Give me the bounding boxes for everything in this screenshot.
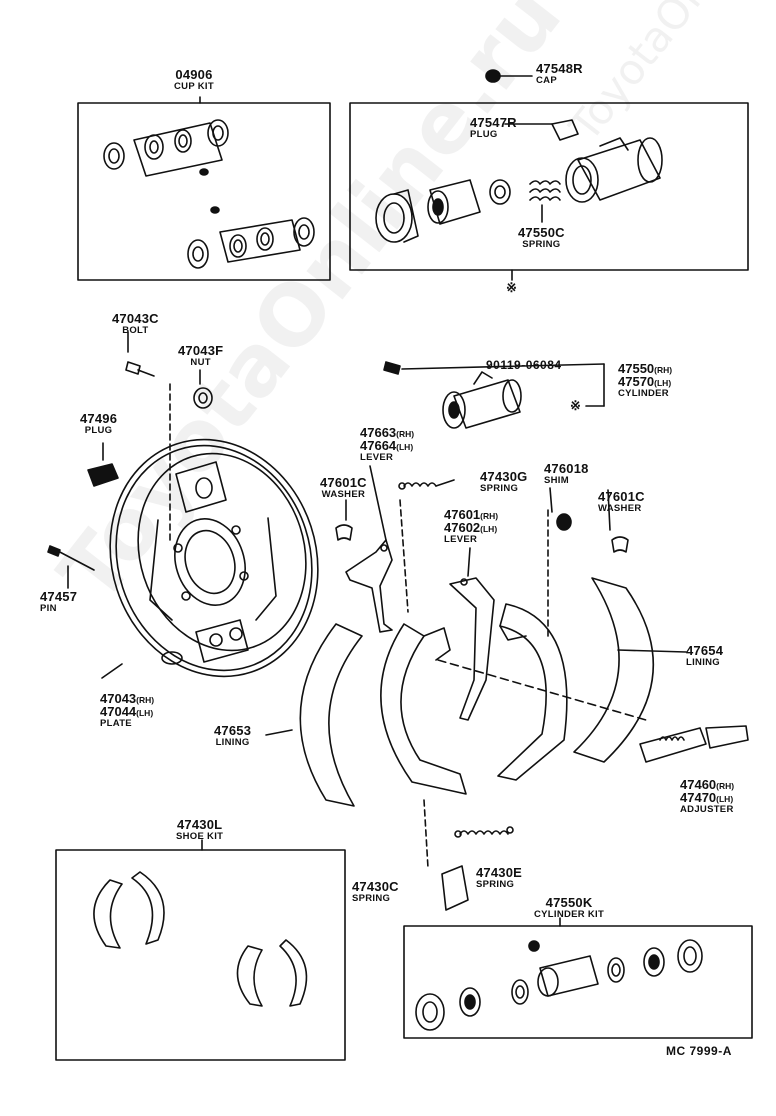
part-number: 47457 (40, 589, 78, 604)
part-name: LINING (686, 657, 720, 668)
cup-kit-box (77, 96, 331, 281)
label-cap[interactable]: 47548R CAP (536, 62, 583, 86)
label-lining-right[interactable]: 47654 LINING (686, 644, 723, 668)
small-hardware (335, 479, 629, 641)
brake-linings (299, 577, 654, 807)
part-number: 47653 (214, 723, 252, 738)
part-name: LEVER (444, 534, 478, 545)
part-number: 47547R (470, 115, 517, 130)
part-name: PLUG (470, 129, 498, 140)
leader-lines (265, 487, 687, 736)
cylinder-kit-box (403, 917, 753, 1039)
figure-code: MC 7999-A (666, 1044, 732, 1058)
label-spring-c[interactable]: 47430C SPRING (352, 880, 399, 904)
label-plate[interactable]: 47043(RH) 47044(LH) PLATE (100, 691, 155, 729)
part-name: SPRING (522, 239, 561, 250)
hold-down-pin (47, 545, 95, 589)
part-name: SPRING (480, 483, 519, 494)
part-name: SPRING (476, 879, 515, 890)
part-number-rh: 47550(RH) (618, 361, 673, 376)
label-washer-left[interactable]: 47601C WASHER (320, 476, 367, 500)
label-nut[interactable]: 47043F NUT (178, 344, 223, 368)
part-name: PIN (40, 603, 57, 614)
part-name: WASHER (321, 489, 366, 500)
bolt-and-nut (125, 331, 213, 541)
part-number: 47043C (112, 311, 159, 326)
rubber-plug (87, 442, 119, 487)
parking-lever (345, 465, 409, 633)
part-name: CUP KIT (174, 81, 214, 92)
part-number: 47430E (476, 865, 523, 880)
label-plug-top[interactable]: 47547R PLUG (470, 116, 517, 140)
part-number: 47430L (176, 817, 223, 832)
label-cylinder[interactable]: 47550(RH) 47570(LH) CYLINDER (618, 362, 672, 399)
part-number-lh: 47570(LH) (618, 374, 672, 389)
star-marker: ※ (506, 280, 517, 295)
part-name: SPRING (352, 893, 391, 904)
part-name: ADJUSTER (680, 804, 734, 815)
part-number: 47550C (518, 225, 565, 240)
label-cylinder-kit[interactable]: 47550K CYLINDER KIT (534, 896, 604, 920)
label-plug-left[interactable]: 47496 PLUG (80, 412, 117, 436)
part-number: 47043F (178, 343, 224, 358)
wheel-cylinder-assembly (383, 361, 605, 429)
label-bolt[interactable]: 47043C BOLT (112, 312, 159, 336)
part-name: WASHER (598, 503, 642, 514)
part-name: CAP (536, 75, 557, 86)
adjuster-assembly (639, 725, 749, 763)
label-spring-e[interactable]: 47430E SPRING (476, 866, 522, 890)
part-number: 47496 (80, 411, 118, 426)
label-washer-right[interactable]: 47601C WASHER (598, 490, 645, 514)
part-number: 04906 (175, 67, 213, 82)
part-name: BOLT (122, 325, 149, 336)
label-spring-g[interactable]: 47430G SPRING (480, 470, 527, 494)
label-bleeder[interactable]: 90119-06084 (486, 358, 562, 372)
wheel-cylinder-box (349, 69, 749, 281)
label-shoe-kit[interactable]: 47430L SHOE KIT (176, 818, 223, 842)
part-name: SHOE KIT (176, 831, 224, 842)
part-number: 47430C (352, 879, 399, 894)
part-name: CYLINDER (618, 388, 669, 399)
label-adjuster[interactable]: 47460(RH) 47470(LH) ADJUSTER (680, 777, 735, 815)
part-number: 47548R (536, 61, 583, 76)
label-lever-top[interactable]: 47663(RH) 47664(LH) LEVER (360, 425, 415, 463)
part-name: CYLINDER KIT (534, 909, 605, 920)
label-pin[interactable]: 47457 PIN (40, 590, 77, 614)
label-shim[interactable]: 476018 SHIM (544, 462, 589, 486)
shoe-kit-box (55, 839, 346, 1061)
label-lever-mid[interactable]: 47601(RH) 47602(LH) LEVER (444, 507, 499, 545)
part-number: 47654 (686, 643, 724, 658)
part-name: PLUG (84, 425, 113, 436)
brake-shoes (380, 603, 647, 795)
part-name: LINING (215, 737, 250, 748)
part-number: 47550K (545, 895, 593, 910)
part-number: 47430G (480, 469, 528, 484)
return-springs (423, 799, 514, 911)
backing-plate (101, 438, 319, 679)
part-name: PLATE (100, 718, 132, 729)
part-name: NUT (190, 357, 211, 368)
part-number: 476018 (544, 461, 589, 476)
star-marker-cylinder: ※ (570, 398, 581, 413)
part-name: SHIM (544, 475, 569, 486)
adjusting-lever (449, 577, 495, 721)
part-name: LEVER (360, 452, 394, 463)
part-number: 47601C (320, 475, 367, 490)
label-lining-left[interactable]: 47653 LINING (214, 724, 251, 748)
label-cup-kit[interactable]: 04906 CUP KIT (174, 68, 214, 92)
label-spring-cylinder[interactable]: 47550C SPRING (518, 226, 565, 250)
part-number: 47601C (598, 489, 645, 504)
